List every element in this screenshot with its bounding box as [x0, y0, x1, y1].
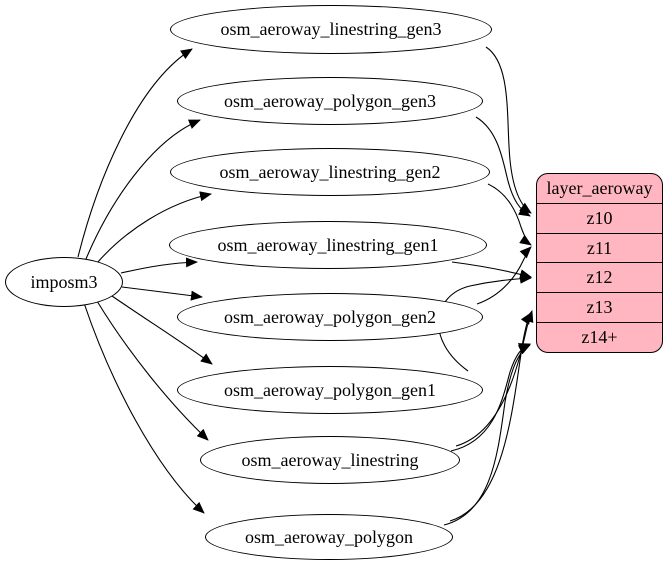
- zoom-row-label: z12: [586, 267, 613, 288]
- zoom-row-z14plus: z14+: [537, 322, 662, 352]
- zoom-row-label: z11: [586, 237, 613, 258]
- edge-osm_aeroway_polygon_gen3-to-z10: [475, 116, 531, 217]
- edge-imposm3-to-osm_aeroway_linestring_gen1: [120, 257, 198, 274]
- table-label: osm_aeroway_linestring: [241, 449, 419, 470]
- node-osm-aeroway-linestring-gen1: osm_aeroway_linestring_gen1: [169, 221, 487, 269]
- node-osm-aeroway-polygon-gen3: osm_aeroway_polygon_gen3: [177, 77, 483, 125]
- table-label: osm_aeroway_linestring_gen1: [217, 234, 439, 255]
- zoom-row-z12: z12: [537, 262, 662, 292]
- zoom-row-label: z14+: [581, 327, 618, 348]
- node-osm-aeroway-linestring-gen3: osm_aeroway_linestring_gen3: [170, 5, 492, 54]
- edge-imposm3-to-osm_aeroway_polygon_gen2: [121, 286, 203, 301]
- node-imposm3: imposm3: [5, 257, 123, 307]
- layer-aeroway-title: layer_aeroway: [537, 174, 662, 203]
- node-imposm3-label: imposm3: [30, 271, 98, 292]
- edge-osm_aeroway_linestring_gen3-to-z10: [485, 46, 532, 214]
- node-osm-aeroway-linestring-gen2: osm_aeroway_linestring_gen2: [170, 148, 490, 196]
- table-label: osm_aeroway_polygon_gen3: [224, 90, 436, 111]
- edge-osm_aeroway_linestring_gen2-to-z11: [487, 183, 532, 246]
- table-label: osm_aeroway_linestring_gen3: [220, 19, 442, 39]
- table-label: osm_aeroway_linestring_gen2: [219, 161, 441, 182]
- zoom-row-z11: z11: [537, 232, 662, 263]
- layer-aeroway-title-label: layer_aeroway: [546, 177, 653, 198]
- edge-imposm3-to-osm_aeroway_polygon_gen3: [85, 119, 201, 260]
- node-osm-aeroway-polygon: osm_aeroway_polygon: [205, 514, 453, 560]
- edge-imposm3-to-osm_aeroway_linestring_gen2: [96, 191, 212, 264]
- table-label: osm_aeroway_polygon_gen2: [224, 306, 436, 327]
- edge-osm_aeroway_polygon-to-z14: [443, 344, 531, 526]
- table-label: osm_aeroway_polygon_gen1: [224, 379, 436, 400]
- edge-osm_aeroway_polygon_gen1-to-z12: [438, 273, 532, 372]
- edge-osm_aeroway_polygon_gen2-to-z11: [476, 246, 532, 305]
- edge-imposm3-to-osm_aeroway_linestring: [96, 300, 209, 441]
- edge-osm_aeroway_polygon-to-z13: [449, 312, 532, 522]
- node-osm-aeroway-polygon-gen1: osm_aeroway_polygon_gen1: [177, 366, 483, 414]
- table-label: osm_aeroway_polygon: [245, 526, 413, 547]
- zoom-row-label: z13: [586, 297, 613, 318]
- zoom-row-label: z10: [586, 207, 613, 228]
- zoom-row-z13: z13: [537, 292, 662, 322]
- edge-imposm3-to-osm_aeroway_linestring_gen3: [77, 48, 193, 258]
- edge-imposm3-to-osm_aeroway_polygon: [83, 302, 205, 514]
- node-osm-aeroway-linestring: osm_aeroway_linestring: [200, 436, 460, 484]
- edge-imposm3-to-osm_aeroway_polygon_gen1: [111, 295, 213, 365]
- node-osm-aeroway-polygon-gen2: osm_aeroway_polygon_gen2: [177, 293, 483, 341]
- node-layer-aeroway: layer_aeroway z10 z11 z12 z13 z14+: [536, 173, 663, 353]
- edge-osm_aeroway_linestring_gen1-to-z12: [451, 261, 532, 280]
- zoom-row-z10: z10: [537, 202, 662, 233]
